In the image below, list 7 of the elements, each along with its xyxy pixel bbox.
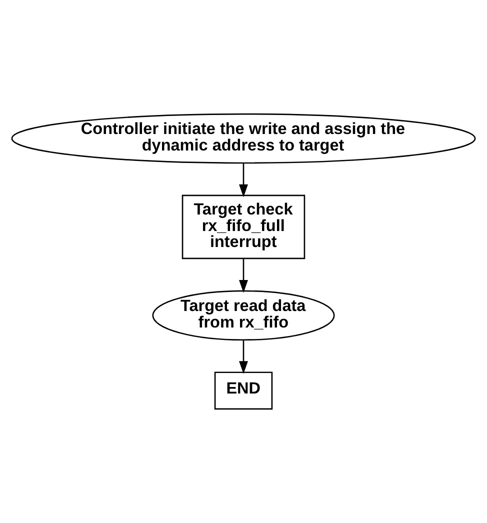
node-box: END [214, 372, 273, 410]
arrow [239, 340, 248, 374]
node-ellipse: Controller initiate the write and assign the dynamic address to target [11, 113, 476, 164]
arrow [239, 258, 248, 293]
arrow [239, 163, 248, 198]
node-box: Target check rx_fifo_full interrupt [182, 194, 306, 260]
node-ellipse: Target read data from rx_fifo [152, 290, 335, 341]
